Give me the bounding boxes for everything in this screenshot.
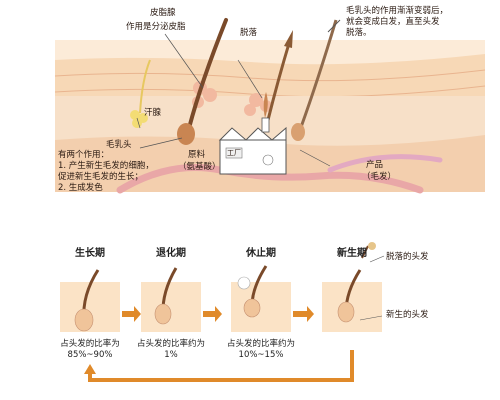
caption-line: 85%~90% (67, 350, 113, 360)
sweat-gland-label: 汗腺 (144, 108, 162, 118)
hair-papilla-label: 毛乳头 (106, 140, 132, 150)
fallen-hair-label: 脱落的头发 (386, 252, 429, 262)
product-label: 产品 (366, 160, 384, 170)
caption-line: 10%~15% (238, 350, 284, 360)
product-sub: （毛发） (362, 172, 397, 182)
sebaceous-gland-label: 皮脂腺 (150, 8, 176, 18)
stage-caption-growth: 占头发的比率为 85%~90% (40, 339, 140, 361)
raw-material-sub: （氨基酸） (178, 162, 221, 172)
cycle-arrows (84, 306, 354, 382)
blood-vessels (116, 154, 443, 194)
factory-sign: 工厂 (227, 149, 241, 157)
stage-title-resting: 休止期 (246, 248, 276, 259)
functions-line: 促进新生毛发的生长； (58, 172, 144, 182)
caption-line: 1% (164, 350, 178, 360)
cycle-boxes (60, 282, 382, 332)
papilla-note-line: 脱落。 (346, 28, 372, 38)
raw-material-label: 原料 (188, 150, 206, 160)
stage-title-growth: 生长期 (75, 248, 105, 259)
papilla-note-line: 毛乳头的作用渐渐变弱后， (346, 6, 449, 16)
leader-lines (136, 33, 331, 167)
cycle-hair (74, 242, 385, 332)
caption-line: 占头发的比率约为 (136, 339, 205, 349)
caption-line: 占头发的比率约为 (226, 339, 295, 349)
stage-title-new: 新生期 (337, 248, 367, 259)
hair-follicles (177, 18, 341, 145)
sebaceous-function-label: 作用是分泌皮脂 (126, 22, 186, 32)
new-hair-label: 新生的头发 (386, 310, 429, 320)
papilla-note-line: 就会变成白发，直至头发 (346, 17, 440, 27)
functions-line: 1. 产生新生毛发的细胞， (58, 161, 154, 171)
stage-caption-regression: 占头发的比率约为 1% (121, 339, 221, 361)
functions-line: 2. 生成发色 (58, 183, 103, 193)
functions-line: 有两个作用： (58, 150, 110, 160)
stage-caption-resting: 占头发的比率约为 10%~15% (211, 339, 311, 361)
caption-line: 占头发的比率为 (60, 339, 120, 349)
shedding-label: 脱落 (240, 28, 258, 38)
stage-title-regression: 退化期 (156, 248, 186, 259)
factory-building (218, 92, 287, 175)
